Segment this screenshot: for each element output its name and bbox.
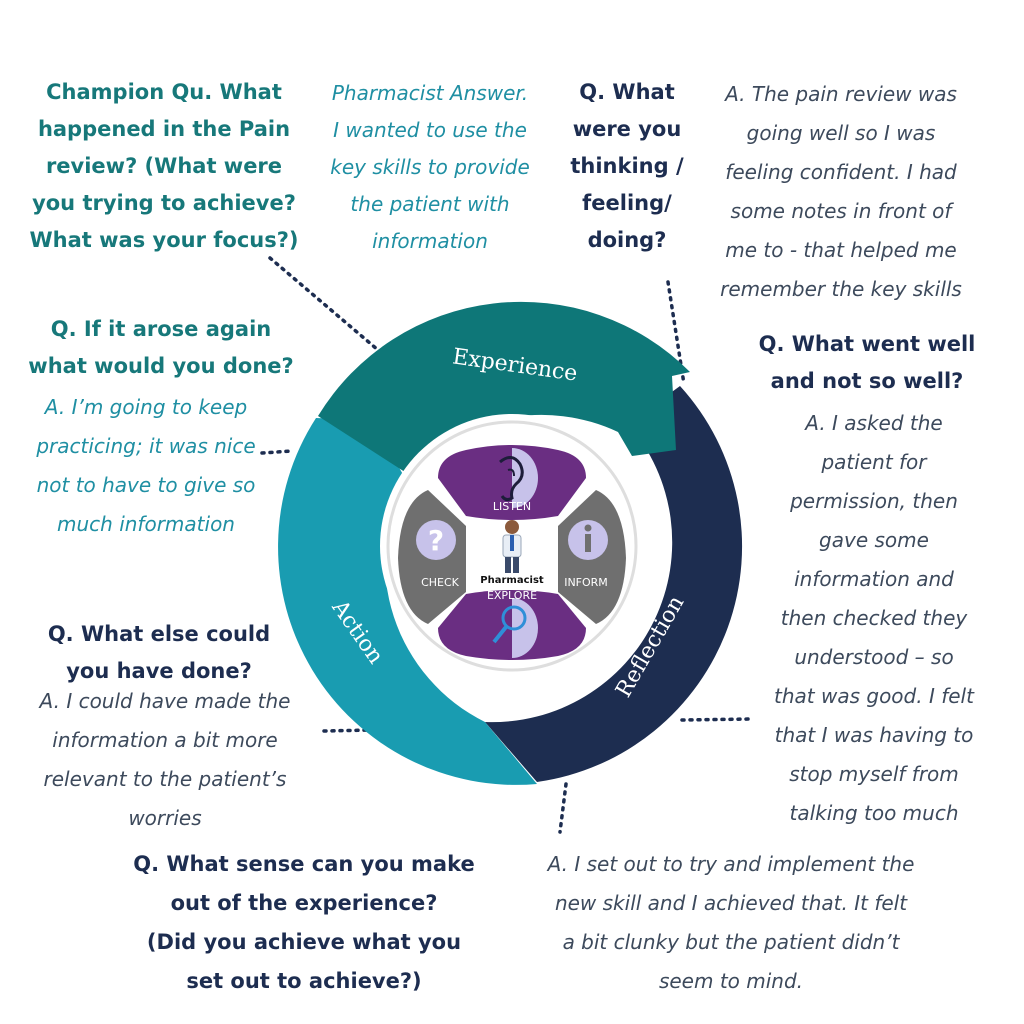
champion-question: Champion Qu. What happened in the Pain r… [29,80,299,252]
went-well-question: Q. What went well and not so well? [758,332,976,393]
else-answer: A. I could have made the information a b… [39,689,291,830]
explore-label: EXPLORE [487,589,537,602]
connector-arose [260,449,294,455]
else-question: Q. What else could you have done? [47,622,271,683]
svg-text:?: ? [428,524,444,557]
pharmacist-figure [502,520,522,573]
info-icon [568,520,608,560]
sense-answer: A. I set out to try and implement the ne… [547,852,915,993]
hub-rim [386,420,638,672]
check-label: CHECK [421,576,460,589]
listen-label: LISTEN [493,500,531,513]
went-well-answer: A. I asked the patient for permission, t… [774,411,974,825]
inform-label: INFORM [564,576,608,589]
arose-answer: A. I’m going to keep practicing; it was … [36,395,256,536]
arose-question: Q. If it arose again what would you done… [28,317,294,378]
connector-went-well [680,717,754,722]
magnifier-icon [492,598,538,658]
connector-champion [268,256,380,352]
connector-thinking [666,280,686,386]
thinking-question: Q. What were you thinking / feeling/ doi… [570,80,684,252]
experience-segment [318,301,690,474]
question-icon: ? [416,520,456,560]
reflection-segment [485,386,743,782]
connector-sense [558,782,568,834]
pharmacist-answer: Pharmacist Answer. I wanted to use the k… [330,81,530,253]
thinking-answer: A. The pain review was going well so I w… [720,82,962,301]
pharmacist-label: Pharmacist [480,575,544,586]
ear-icon [499,448,538,508]
sense-question: Q. What sense can you make out of the ex… [133,852,475,993]
action-segment [278,418,537,785]
